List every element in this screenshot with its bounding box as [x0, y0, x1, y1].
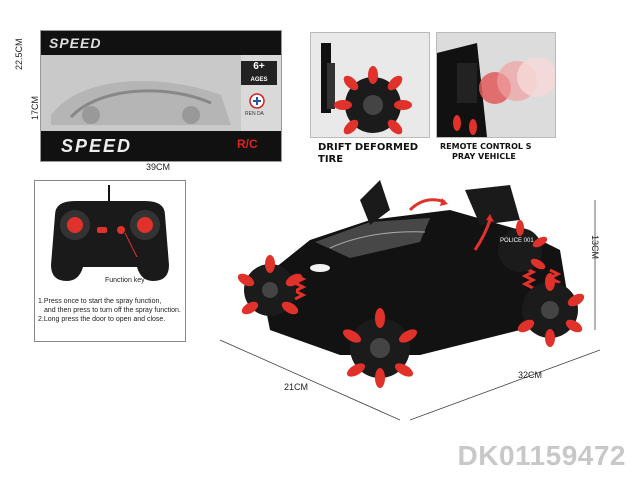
- instruction-line-3: 2.Long press the door to open and close.: [38, 316, 166, 323]
- function-key-label: Function key: [105, 277, 145, 284]
- car-side-text: POLICE 001: [500, 238, 534, 244]
- package-bottom-band: SPEED R/C: [41, 131, 281, 161]
- spray-illustration: [437, 33, 555, 137]
- package-box: SPEED 6+AGES REN DA SPEED R/C: [40, 30, 282, 162]
- package-brand-bottom: SPEED: [61, 136, 133, 156]
- car-length-label: 32CM: [518, 370, 543, 380]
- car-width-label: 21CM: [284, 382, 309, 392]
- package-car-illustration: [41, 55, 241, 131]
- feature-drift-tire-photo: [310, 32, 430, 138]
- instruction-line-1: 1.Press once to start the spray function…: [38, 298, 162, 305]
- box-depth-label: 17CM: [30, 95, 40, 120]
- package-brand-top: SPEED: [49, 35, 102, 51]
- drift-wheels: [237, 220, 585, 388]
- maker-label: REN DA: [245, 111, 264, 117]
- feature-caption-spray-2: PRAY VEHICLE: [452, 152, 516, 161]
- box-height-label: 22.5CM: [14, 38, 24, 70]
- maker-logo-icon: [249, 93, 265, 109]
- remote-panel: Function key 1.Press once to start the s…: [34, 180, 186, 342]
- feature-caption-drift: DRIFT DEFORMED TIRE: [318, 142, 419, 165]
- drift-wheel-illustration: [311, 33, 429, 137]
- feature-spray-photo: [436, 32, 556, 138]
- product-code: DK01159472: [457, 440, 626, 471]
- instructions: 1.Press once to start the spray function…: [38, 297, 184, 324]
- car-height-label: 13CM: [590, 235, 600, 260]
- rc-badge: R/C: [237, 137, 258, 151]
- instruction-line-2: and then press to turn off the spray fun…: [44, 307, 181, 314]
- age-badge: 6+AGES: [241, 61, 277, 85]
- feature-caption-spray-1: REMOTE CONTROL S: [440, 142, 532, 151]
- remote-controller-illustration: [51, 185, 169, 281]
- box-width-label: 39CM: [146, 162, 171, 172]
- car-illustration: POLICE 001: [220, 180, 601, 421]
- package-top-band: SPEED: [41, 31, 281, 55]
